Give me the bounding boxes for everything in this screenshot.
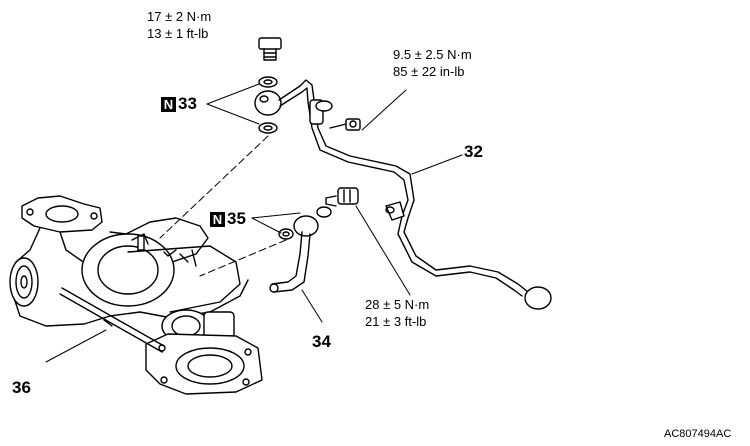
- bracket-bolt-torque-metric: 9.5 ± 2.5 N·m: [393, 47, 472, 62]
- bracket-bolt-torque-imperial: 85 ± 22 in-lb: [393, 64, 465, 79]
- banjo-eye-fitting: [254, 90, 282, 116]
- turbocharger-assembly: [9, 195, 263, 395]
- callout-33: N 33: [161, 94, 197, 114]
- callout-33-number: 33: [178, 94, 197, 113]
- callout-35: N 35: [210, 209, 246, 229]
- callout-36: 36: [12, 378, 31, 397]
- non-reusable-badge-33: N: [161, 96, 176, 112]
- non-reusable-badge-35: N: [210, 211, 225, 227]
- oil-return-pipe: [269, 206, 332, 293]
- callout-32: 32: [464, 142, 483, 161]
- bracket-bolt: [329, 118, 361, 131]
- bolt-torque-label: 17 ± 2 N·m 13 ± 1 ft-lb: [147, 8, 211, 42]
- eye-bolt-torque-imperial: 21 ± 3 ft-lb: [365, 314, 427, 329]
- alignment-lines: [159, 135, 287, 277]
- leader-lines: [45, 83, 463, 363]
- gasket-washer-upper: [258, 76, 278, 88]
- oil-feed-pipe: [278, 79, 552, 310]
- gasket-washer-lower: [258, 122, 278, 134]
- bolt-torque-metric: 17 ± 2 N·m: [147, 9, 212, 24]
- figure-reference-code: AC807494AC: [664, 428, 732, 440]
- top-bolt: [258, 37, 282, 61]
- bracket-bolt-torque-label: 9.5 ± 2.5 N·m 85 ± 22 in-lb: [393, 46, 472, 80]
- bolt-torque-imperial: 13 ± 1 ft-lb: [147, 26, 209, 41]
- eye-bolt-torque-label: 28 ± 5 N·m 21 ± 3 ft-lb: [365, 296, 429, 330]
- eye-bolt-torque-metric: 28 ± 5 N·m: [365, 297, 430, 312]
- callout-34: 34: [312, 332, 331, 351]
- eye-bolt: [325, 187, 359, 207]
- callout-35-number: 35: [227, 209, 246, 228]
